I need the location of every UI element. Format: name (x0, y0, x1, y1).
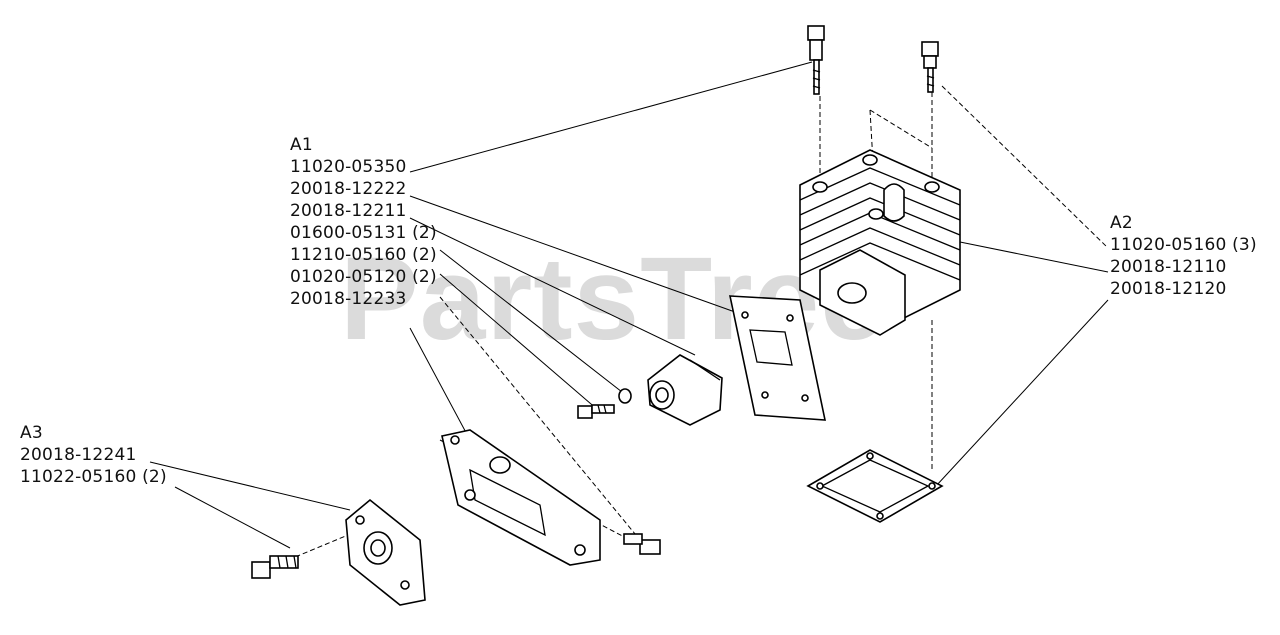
leader-11022-05160 (174, 486, 291, 549)
screw-11210-05160 (577, 404, 615, 419)
group-a1-id: A1 (290, 135, 313, 155)
part-label[interactable]: 20018-12110 (1110, 257, 1227, 277)
part-label[interactable]: 20018-12241 (20, 445, 137, 465)
bolt-11020-05350 (807, 25, 825, 95)
group-a1: A1 11020-05350 20018-12222 20018-12211 0… (290, 134, 437, 310)
cylinder-20018-12110 (799, 149, 961, 336)
part-label[interactable]: 01020-05120 (2) (290, 267, 437, 287)
group-a2: A2 11020-05160 (3) 20018-12110 20018-121… (1110, 212, 1257, 300)
insulator-20018-12211 (647, 354, 723, 426)
leader-20018-12222 (409, 195, 736, 313)
group-a2-id: A2 (1110, 213, 1133, 233)
part-label[interactable]: 20018-12233 (290, 289, 407, 309)
spacer-20018-12241 (345, 498, 426, 606)
part-label[interactable]: 20018-12211 (290, 201, 407, 221)
leader-01020-05120 (439, 296, 641, 541)
gasket-20018-12222 (729, 295, 826, 421)
part-label[interactable]: 20018-12120 (1110, 279, 1227, 299)
bolt-01020-05120 (623, 533, 661, 555)
leader-20018-12211 (409, 217, 696, 356)
leader-20018-12233 (409, 327, 471, 441)
leader-11020-05350 (409, 61, 813, 173)
leader-lines (149, 61, 1109, 549)
gasket-20018-12120 (806, 449, 944, 523)
group-a3: A3 20018-12241 11022-05160 (2) (20, 422, 167, 488)
leader-01600-05131 (439, 249, 623, 393)
part-label[interactable]: 11020-05160 (3) (1110, 235, 1257, 255)
bolt-11022-05160 (251, 555, 299, 579)
part-label[interactable]: 11022-05160 (2) (20, 467, 167, 487)
leader-20018-12241 (149, 461, 351, 511)
leader-20018-12120 (935, 299, 1109, 487)
bracket-20018-12233 (441, 429, 601, 566)
leader-20018-12110 (959, 241, 1109, 273)
group-a3-id: A3 (20, 423, 43, 443)
part-label[interactable]: 01600-05131 (2) (290, 223, 437, 243)
part-label[interactable]: 11210-05160 (2) (290, 245, 437, 265)
bolt-11020-05160 (921, 41, 939, 93)
leader-11210-05160 (439, 273, 599, 411)
part-label[interactable]: 11020-05350 (290, 157, 407, 177)
part-label[interactable]: 20018-12222 (290, 179, 407, 199)
leader-11020-05160 (941, 85, 1109, 249)
washer-01600-05131 (618, 388, 632, 404)
